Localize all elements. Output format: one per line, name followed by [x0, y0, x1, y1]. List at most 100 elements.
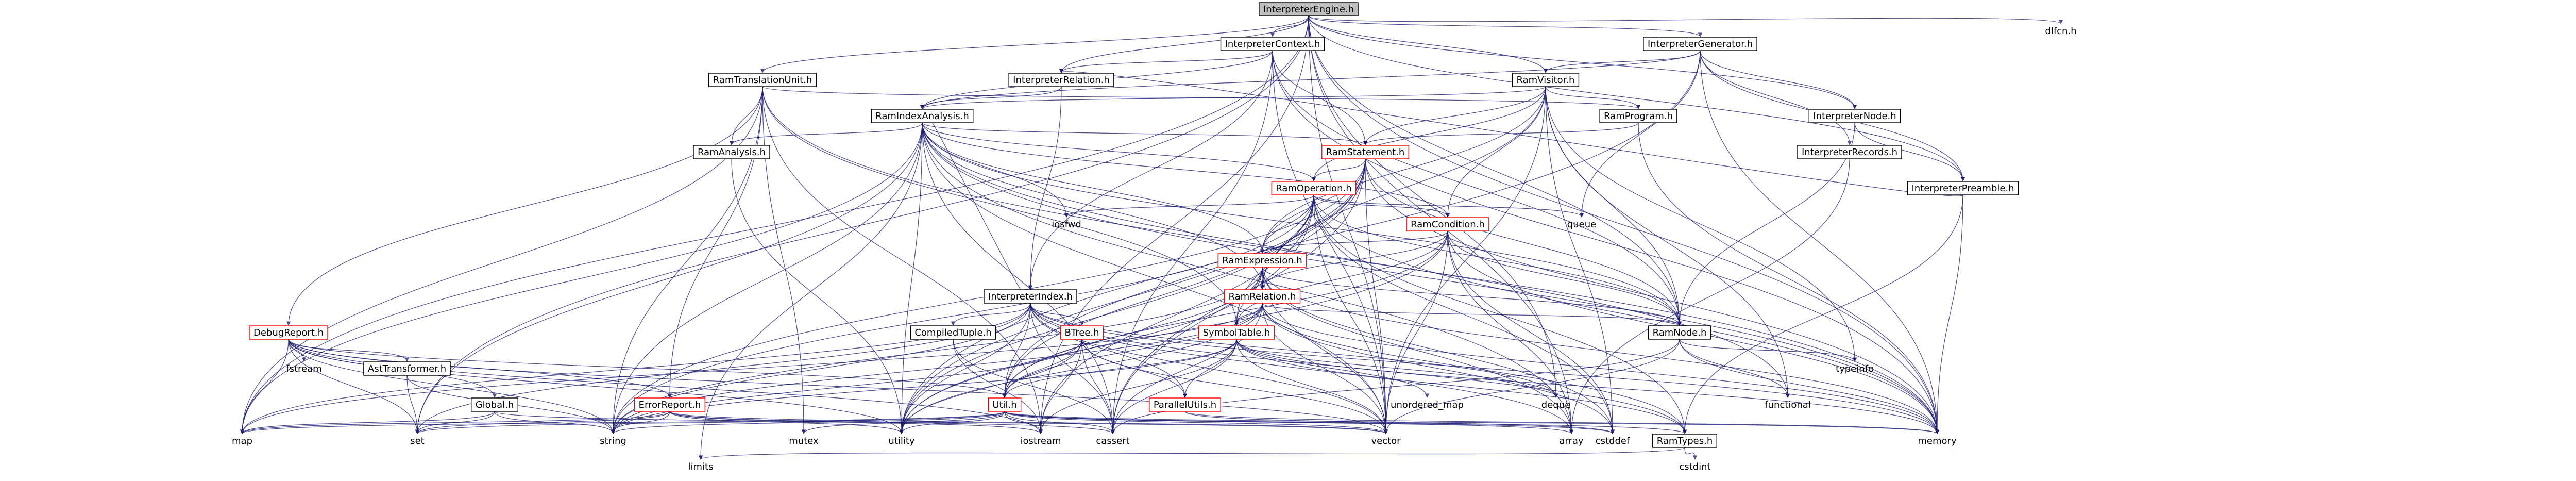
node-box — [1321, 145, 1409, 159]
node-box — [363, 361, 451, 376]
edge-ramoperation-h-to-memory — [1313, 194, 1940, 434]
edge-symboltable-h-to-vector — [1236, 339, 1388, 434]
node-label: InterpreterRecords.h — [1802, 147, 1897, 158]
node-debugreport-h[interactable]: DebugReport.h — [249, 325, 328, 340]
node-cstdint: cstdint — [1679, 461, 1710, 472]
edge-global-h-to-vector — [494, 411, 1388, 434]
edge-ramnode-h-to-memory — [1679, 339, 1940, 434]
edge-ramindexanalysis-h-to-ramoperation-h — [922, 122, 1316, 181]
edge-ramrelation-h-to-ramnode-h — [1262, 303, 1682, 326]
edge-ramtranslationunit-h-to-debugreport-h — [286, 86, 763, 326]
edge-symboltable-h-to-unordered-map — [1236, 339, 1430, 398]
node-util-h[interactable]: Util.h — [988, 397, 1022, 412]
node-ramcondition-h[interactable]: RamCondition.h — [1406, 217, 1489, 231]
node-ramnode-h[interactable]: RamNode.h — [1648, 325, 1711, 340]
node-vector: vector — [1371, 436, 1401, 446]
node-interpreterindex-h[interactable]: InterpreterIndex.h — [984, 289, 1077, 304]
edge-ramindexanalysis-h-to-iosfwd — [922, 122, 1069, 218]
edge-interpreterengine-h-to-ramvisitor-h — [1308, 15, 1548, 73]
edge-ramrelation-h-to-ramtypes-h — [1262, 303, 1687, 434]
edge-interpreternode-h-to-interpreterpreamble-h — [1854, 122, 1965, 181]
node-interpreterrecords-h[interactable]: InterpreterRecords.h — [1797, 145, 1902, 159]
node-symboltable-h[interactable]: SymbolTable.h — [1198, 325, 1275, 340]
node-label: vector — [1371, 436, 1401, 446]
edge-errorreport-h-to-set — [415, 411, 670, 434]
edge-interpreterindex-h-to-util-h — [1002, 303, 1031, 398]
edge-layer — [240, 15, 2063, 460]
node-label: ParallelUtils.h — [1154, 400, 1216, 410]
node-label: RamTranslationUnit.h — [713, 75, 812, 86]
node-ramindexanalysis-h[interactable]: RamIndexAnalysis.h — [871, 109, 974, 123]
edge-interpreterengine-h-to-ramtranslationunit-h — [760, 15, 1309, 73]
node-label: InterpreterEngine.h — [1263, 4, 1354, 15]
edge-interpreterindex-h-to-parallelutils-h — [1030, 303, 1188, 398]
node-ramstatement-h[interactable]: RamStatement.h — [1321, 145, 1409, 159]
edge-ramrelation-h-to-vector — [1262, 303, 1388, 434]
edge-symboltable-h-to-string — [611, 339, 1237, 434]
edge-interpretergenerator-h-to-memory — [1700, 50, 1940, 434]
edge-util-h-to-iostream — [1004, 411, 1043, 434]
edge-ramtranslationunit-h-to-mutex — [762, 86, 806, 434]
edge-ramexpression-h-to-memory — [1262, 267, 1940, 434]
node-ramexpression-h[interactable]: RamExpression.h — [1217, 253, 1307, 268]
node-asttransformer-h[interactable]: AstTransformer.h — [363, 361, 451, 376]
node-compiledtuple-h[interactable]: CompiledTuple.h — [910, 325, 996, 340]
node-box — [708, 73, 817, 87]
edge-ramindexanalysis-h-to-string — [611, 122, 923, 434]
node-ramtranslationunit-h[interactable]: RamTranslationUnit.h — [708, 73, 817, 87]
edge-parallelutils-h-to-memory — [1184, 411, 1939, 434]
node-ramanalysis-h[interactable]: RamAnalysis.h — [693, 145, 770, 159]
node-label: CompiledTuple.h — [914, 327, 991, 338]
node-interpreterpreamble-h[interactable]: InterpreterPreamble.h — [1907, 181, 2019, 195]
node-label: deque — [1541, 400, 1570, 410]
node-box — [1907, 181, 2019, 195]
edge-interpreterengine-h-to-ramnode-h — [1308, 15, 1682, 326]
edge-debugreport-h-to-utility — [288, 339, 904, 434]
node-typeinfo: typeinfo — [1836, 363, 1874, 374]
edge-ramcondition-h-to-ramrelation-h — [1260, 230, 1448, 290]
edge-ramindexanalysis-h-to-memory — [922, 122, 1940, 434]
node-interpreterengine-h[interactable]: InterpreterEngine.h — [1259, 2, 1359, 16]
node-label: RamVisitor.h — [1517, 75, 1575, 86]
edge-interpreterengine-h-to-iostream — [1038, 15, 1309, 434]
edge-util-h-to-map — [240, 411, 1005, 434]
edge-ramtranslationunit-h-to-memory — [762, 86, 1940, 434]
edge-ramoperation-h-to-ramtypes-h — [1313, 194, 1687, 434]
edge-util-h-to-cassert — [1004, 411, 1115, 434]
edge-ramnode-h-to-functional — [1679, 339, 1790, 398]
node-box — [249, 325, 328, 340]
node-label: string — [600, 436, 626, 446]
node-btree-h[interactable]: BTree.h — [1060, 325, 1104, 340]
node-parallelutils-h[interactable]: ParallelUtils.h — [1149, 397, 1221, 412]
node-ramvisitor-h[interactable]: RamVisitor.h — [1512, 73, 1580, 87]
node-ramprogram-h[interactable]: RamProgram.h — [1599, 109, 1677, 123]
node-cstddef: cstddef — [1596, 436, 1630, 446]
node-global-h[interactable]: Global.h — [471, 397, 518, 412]
edge-errorreport-h-to-cassert — [669, 411, 1115, 434]
node-errorreport-h[interactable]: ErrorReport.h — [634, 397, 706, 412]
node-label: utility — [888, 436, 915, 446]
edge-ramindexanalysis-h-to-cassert — [922, 122, 1115, 434]
node-cassert: cassert — [1096, 436, 1129, 446]
edge-ramindexanalysis-h-to-ramanalysis-h — [729, 122, 923, 145]
node-interpreterrelation-h[interactable]: InterpreterRelation.h — [1008, 73, 1114, 87]
node-ramrelation-h[interactable]: RamRelation.h — [1224, 289, 1301, 304]
node-box — [871, 109, 974, 123]
node-label: limits — [688, 461, 714, 472]
edge-ramvisitor-h-to-functional — [1545, 86, 1790, 398]
node-interpretergenerator-h[interactable]: InterpreterGenerator.h — [1643, 37, 1757, 51]
node-interpreternode-h[interactable]: InterpreterNode.h — [1808, 109, 1901, 123]
node-ramoperation-h[interactable]: RamOperation.h — [1271, 181, 1357, 195]
edge-errorreport-h-to-iostream — [669, 411, 1043, 434]
edge-ramcondition-h-to-symboltable-h — [1234, 230, 1448, 326]
edge-symboltable-h-to-cassert — [1110, 339, 1237, 434]
node-mutex: mutex — [789, 436, 819, 446]
node-label: InterpreterGenerator.h — [1648, 39, 1753, 49]
edge-interpreterindex-h-to-cassert — [1030, 303, 1115, 434]
edge-global-h-to-map — [240, 411, 495, 434]
node-interpretercontext-h[interactable]: InterpreterContext.h — [1220, 37, 1325, 51]
node-ramtypes-h[interactable]: RamTypes.h — [1652, 434, 1717, 448]
node-layer: InterpreterEngine.hdlfcn.hInterpreterCon… — [232, 2, 2077, 472]
edge-ramstatement-h-to-vector — [1365, 158, 1388, 434]
